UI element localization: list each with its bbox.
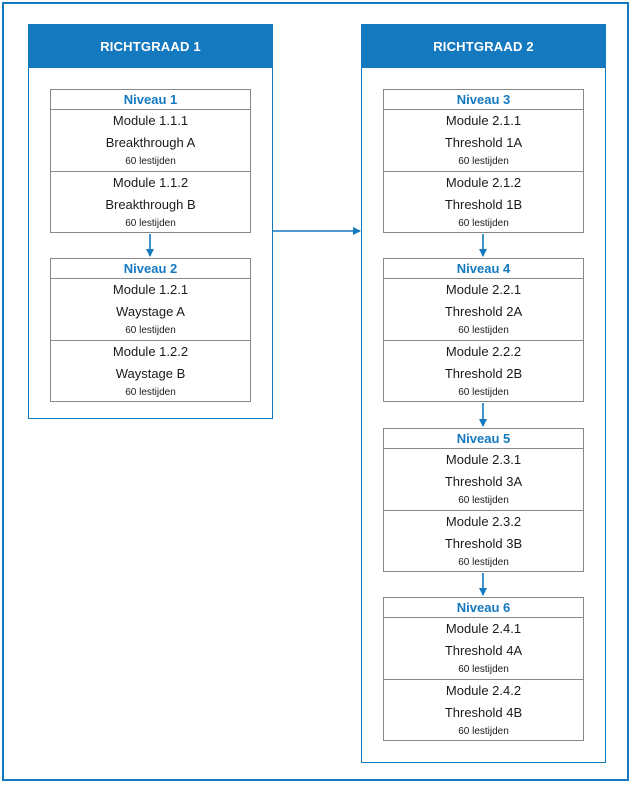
level-title: Niveau 3 — [384, 90, 583, 110]
level-title: Niveau 5 — [384, 429, 583, 449]
module-name: Breakthrough A — [105, 135, 196, 150]
module-card: Module 1.1.2 Breakthrough B 60 lestijden — [51, 171, 250, 232]
outer-frame — [2, 2, 629, 781]
module-code: Module 2.1.2 — [445, 175, 522, 190]
level-box-niveau-4: Niveau 4 Module 2.2.1 Threshold 2A 60 le… — [383, 258, 584, 402]
module-hours: 60 lestijden — [458, 387, 509, 398]
module-code: Module 1.1.2 — [112, 175, 189, 190]
module-card: Module 2.4.1 Threshold 4A 60 lestijden — [384, 618, 583, 679]
module-name: Threshold 2B — [444, 366, 523, 381]
module-code: Module 2.3.2 — [445, 514, 522, 529]
module-code: Module 2.1.1 — [445, 113, 522, 128]
module-hours: 60 lestijden — [458, 557, 509, 568]
module-card: Module 2.3.2 Threshold 3B 60 lestijden — [384, 510, 583, 571]
module-hours: 60 lestijden — [458, 325, 509, 336]
level-box-niveau-3: Niveau 3 Module 2.1.1 Threshold 1A 60 le… — [383, 89, 584, 233]
module-card: Module 2.1.1 Threshold 1A 60 lestijden — [384, 110, 583, 171]
module-name: Waystage B — [115, 366, 186, 381]
module-hours: 60 lestijden — [458, 726, 509, 737]
module-name: Threshold 4B — [444, 705, 523, 720]
level-title: Niveau 1 — [51, 90, 250, 110]
module-card: Module 2.1.2 Threshold 1B 60 lestijden — [384, 171, 583, 232]
module-name: Waystage A — [116, 304, 185, 319]
module-name: Threshold 1B — [444, 197, 523, 212]
module-code: Module 2.3.1 — [445, 452, 522, 467]
module-code: Module 2.2.1 — [445, 282, 522, 297]
module-card: Module 1.2.1 Waystage A 60 lestijden — [51, 279, 250, 340]
level-box-niveau-6: Niveau 6 Module 2.4.1 Threshold 4A 60 le… — [383, 597, 584, 741]
level-box-niveau-2: Niveau 2 Module 1.2.1 Waystage A 60 lest… — [50, 258, 251, 402]
module-hours: 60 lestijden — [125, 156, 176, 167]
module-hours: 60 lestijden — [125, 325, 176, 336]
module-hours: 60 lestijden — [458, 664, 509, 675]
module-name: Threshold 2A — [444, 304, 523, 319]
module-code: Module 1.2.1 — [112, 282, 189, 297]
module-name: Threshold 3B — [444, 536, 523, 551]
level-box-niveau-5: Niveau 5 Module 2.3.1 Threshold 3A 60 le… — [383, 428, 584, 572]
level-title: Niveau 6 — [384, 598, 583, 618]
module-card: Module 1.2.2 Waystage B 60 lestijden — [51, 340, 250, 401]
level-title: Niveau 4 — [384, 259, 583, 279]
module-code: Module 2.4.2 — [445, 683, 522, 698]
module-hours: 60 lestijden — [458, 218, 509, 229]
module-code: Module 2.4.1 — [445, 621, 522, 636]
level-box-niveau-1: Niveau 1 Module 1.1.1 Breakthrough A 60 … — [50, 89, 251, 233]
module-card: Module 2.3.1 Threshold 3A 60 lestijden — [384, 449, 583, 510]
richtgraad-1-panel: RICHTGRAAD 1 Niveau 1 Module 1.1.1 Break… — [28, 24, 273, 419]
module-name: Threshold 3A — [444, 474, 523, 489]
module-card: Module 1.1.1 Breakthrough A 60 lestijden — [51, 110, 250, 171]
module-name: Threshold 4A — [444, 643, 523, 658]
module-card: Module 2.2.2 Threshold 2B 60 lestijden — [384, 340, 583, 401]
module-name: Threshold 1A — [444, 135, 523, 150]
module-hours: 60 lestijden — [125, 387, 176, 398]
module-card: Module 2.2.1 Threshold 2A 60 lestijden — [384, 279, 583, 340]
module-hours: 60 lestijden — [125, 218, 176, 229]
richtgraad-2-title: RICHTGRAAD 2 — [362, 25, 605, 68]
richtgraad-2-panel: RICHTGRAAD 2 Niveau 3 Module 2.1.1 Thres… — [361, 24, 606, 763]
module-code: Module 1.2.2 — [112, 344, 189, 359]
module-name: Breakthrough B — [105, 197, 196, 212]
module-hours: 60 lestijden — [458, 495, 509, 506]
module-code: Module 2.2.2 — [445, 344, 522, 359]
module-card: Module 2.4.2 Threshold 4B 60 lestijden — [384, 679, 583, 740]
module-code: Module 1.1.1 — [112, 113, 189, 128]
level-title: Niveau 2 — [51, 259, 250, 279]
module-hours: 60 lestijden — [458, 156, 509, 167]
richtgraad-1-title: RICHTGRAAD 1 — [29, 25, 272, 68]
